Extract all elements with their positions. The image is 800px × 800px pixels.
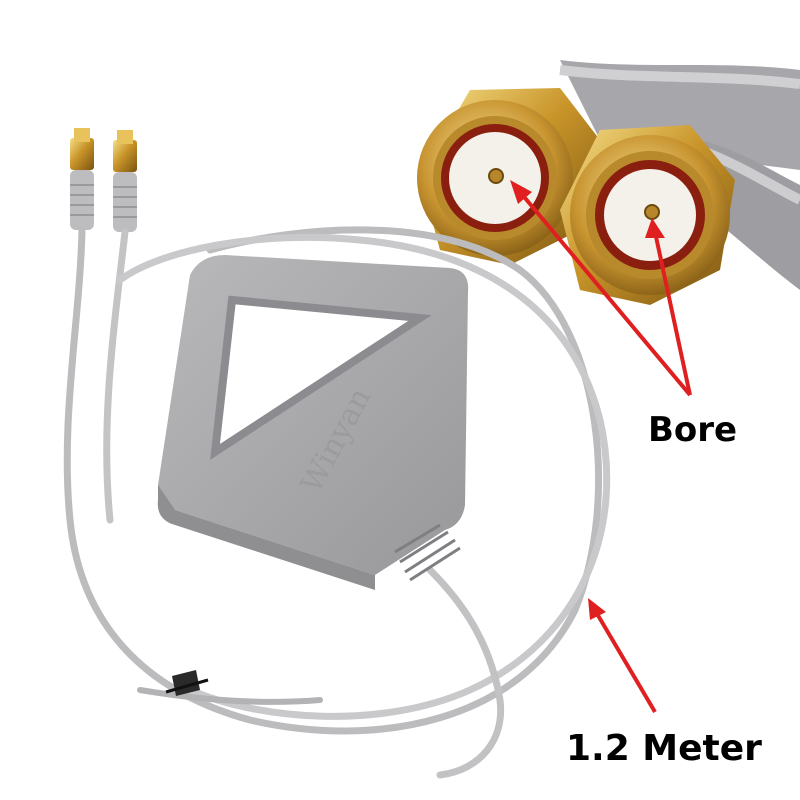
close-up-connector-left [417,88,600,265]
bore-hole-right [644,204,660,220]
bore-hole-left [488,168,504,184]
antenna-cable [63,226,611,779]
close-up-connector-right [560,125,735,305]
cable-tie [165,670,209,696]
bore-label: Bore [648,410,738,450]
bore-arrows [510,180,692,397]
sma-connectors [70,128,137,232]
antenna-body: Winyan [157,255,469,590]
length-arrow [588,598,657,714]
cable-length-label: 1.2 Meter [566,728,762,769]
